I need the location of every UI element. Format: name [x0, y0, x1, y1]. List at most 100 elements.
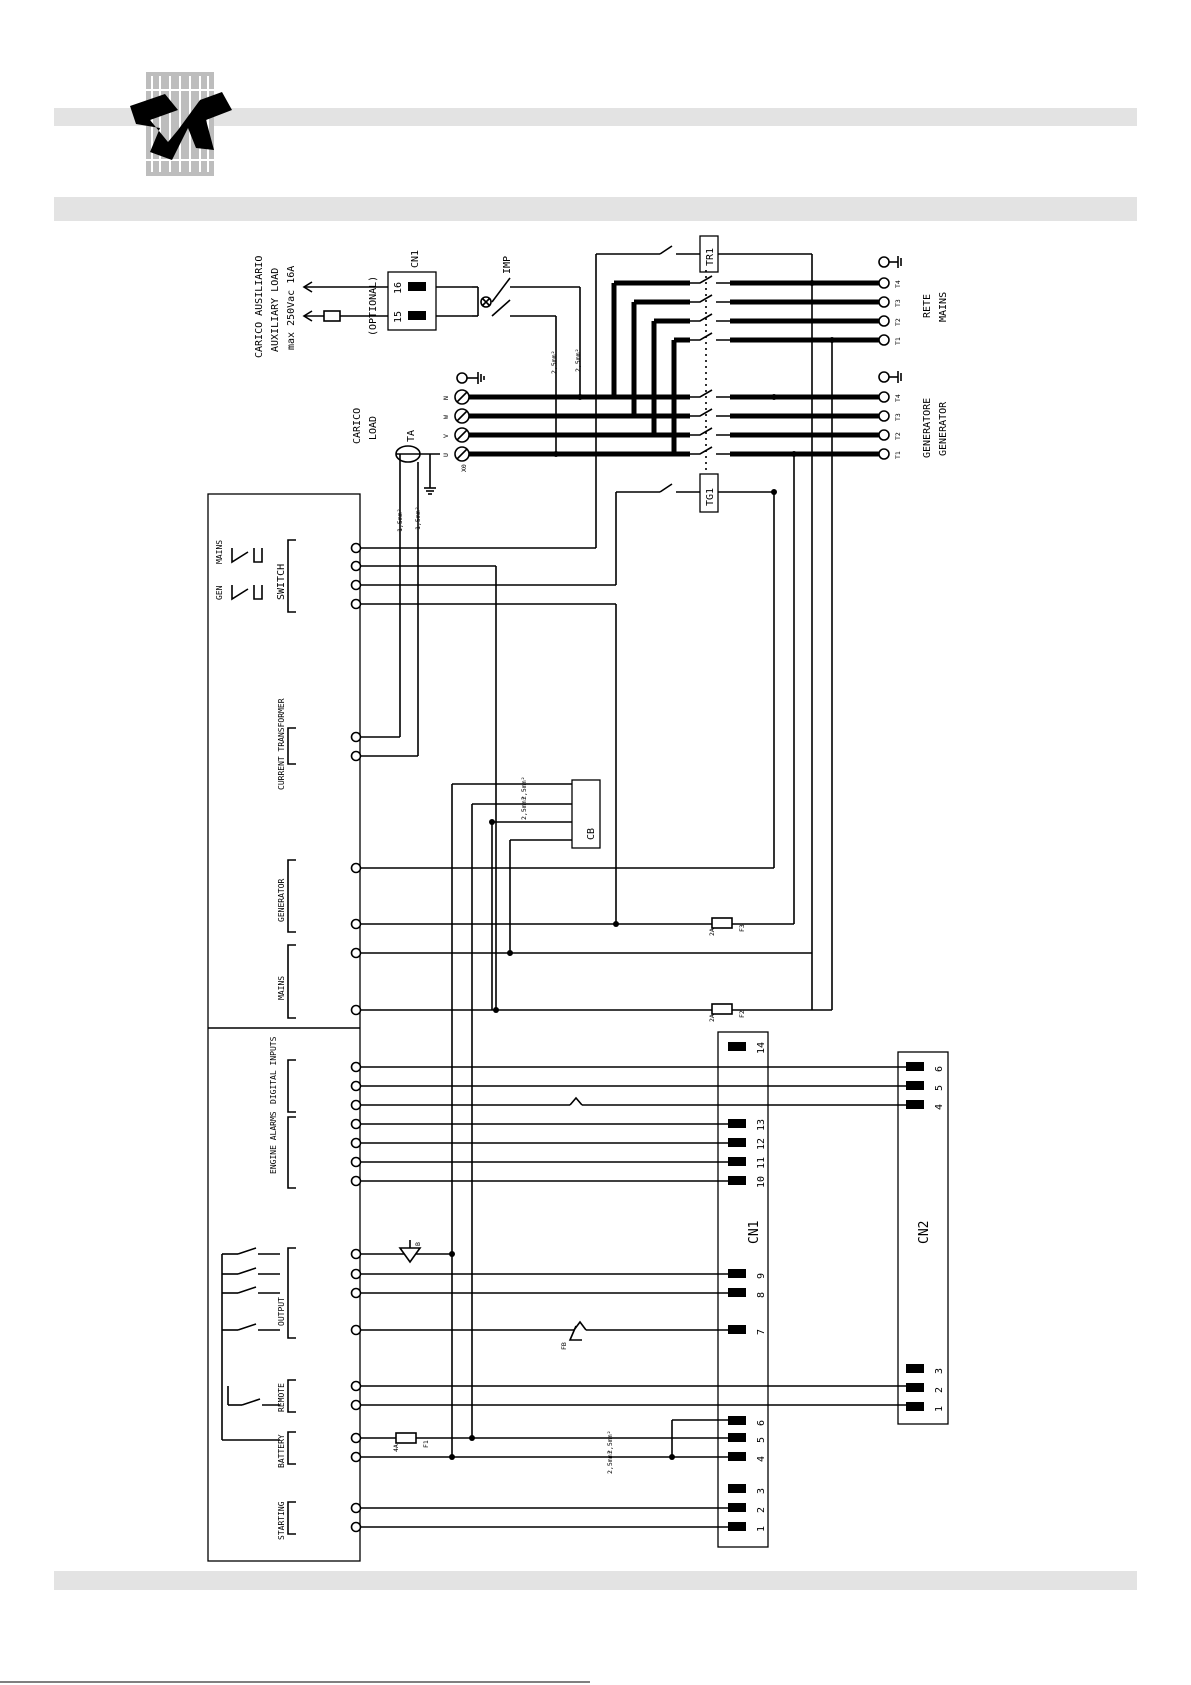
mains-label: MAINS [938, 292, 949, 322]
interlock-wiring [595, 245, 813, 1010]
cn1-top-connector [387, 271, 437, 331]
label-current-transformer: CURRENT TRANSFORMER [277, 698, 286, 790]
wire-size-imp-1: 2,5mm² [550, 351, 558, 374]
label-switch: SWITCH [276, 564, 287, 600]
gen-t4: T4 [894, 394, 902, 402]
svg-text:13: 13 [756, 1119, 767, 1131]
load-terminal-v: V [442, 434, 450, 438]
gen-sense-junction [613, 921, 619, 927]
cn1-pins [728, 1042, 746, 1531]
switch-wiring [361, 547, 617, 1010]
controller-terminals [350, 542, 362, 1533]
load-label-carico: CARICO [352, 408, 363, 444]
svg-text:11: 11 [756, 1157, 767, 1169]
load-terminal-x0: X0 [460, 464, 468, 472]
svg-text:3: 3 [934, 1368, 945, 1374]
svg-text:5: 5 [934, 1085, 945, 1091]
mains-t3: T3 [894, 299, 902, 307]
wire-size-ct-1: 1,5mm² [396, 509, 404, 532]
mains-t1: T1 [894, 337, 902, 345]
svg-text:12: 12 [756, 1138, 767, 1150]
label-digital-inputs: DIGITAL INPUTS [269, 1036, 278, 1104]
cn1-top-label: CN1 [410, 250, 421, 268]
ct-wiring [361, 454, 419, 757]
svg-text:6: 6 [756, 1420, 767, 1426]
aux-optional: (OPTIONAL) [368, 276, 379, 336]
company-logo [130, 72, 232, 176]
fuse-f1-rating: 4A [392, 1444, 400, 1452]
header-band-top [54, 108, 1137, 126]
cn2-label: CN2 [917, 1221, 932, 1244]
fb-label: FB [560, 1342, 568, 1350]
gen-t1: T1 [894, 451, 902, 459]
cn1-top-pin-15 [408, 311, 426, 320]
svg-text:4: 4 [756, 1456, 767, 1462]
b-label: B [414, 1242, 422, 1246]
svg-text:1: 1 [756, 1526, 767, 1532]
wire-size-cb-1: 2,5mm² [520, 777, 528, 800]
fb-marker [568, 1325, 582, 1341]
cn2-pin-labels: 6 5 4 3 2 1 [934, 1066, 945, 1412]
tg1-coil [699, 473, 719, 513]
tg1-label: TG1 [705, 488, 716, 506]
source-power-bus [730, 280, 880, 457]
mains-terminals [878, 256, 902, 346]
svg-text:9: 9 [756, 1273, 767, 1279]
cn1-label: CN1 [747, 1221, 762, 1244]
ta-current-transformer [395, 445, 440, 495]
header-band-second [54, 197, 1137, 221]
svg-text:2: 2 [756, 1507, 767, 1513]
switch-contacts [231, 548, 263, 601]
aux-arrows [302, 281, 388, 322]
wire-size-imp-2: 2,5mm² [574, 349, 582, 372]
load-terminal-w: W [442, 415, 450, 419]
fuse-f3: F3 [738, 924, 746, 932]
wire-size-battery-1: 2,5mm² [606, 1431, 614, 1454]
svg-text:14: 14 [756, 1042, 767, 1054]
svg-text:1: 1 [934, 1406, 945, 1412]
wire-size-cb-2: 2,5mm² [520, 797, 528, 820]
fuse-f2: F2 [738, 1010, 746, 1018]
cb-junction-1 [489, 819, 495, 825]
svg-text:7: 7 [756, 1329, 767, 1335]
signal-junctions [449, 1251, 675, 1460]
ta-label: TA [406, 430, 417, 442]
cn2-pins [906, 1062, 924, 1411]
fuse-f1: F1 [422, 1440, 430, 1448]
mains-t4: T4 [894, 280, 902, 288]
fuse-f3-rating: 2A [708, 928, 716, 936]
svg-text:2: 2 [934, 1387, 945, 1393]
wire-size-battery-2: 2,5mm² [606, 1451, 614, 1474]
imp-label: IMP [502, 256, 513, 274]
cn1-top-pin-16-label: 16 [393, 282, 404, 294]
load-terminal-u: U [442, 453, 450, 457]
tr1-label: TR1 [705, 248, 716, 266]
mains-power-bus [611, 280, 690, 454]
load-terminals [454, 389, 470, 462]
group-brackets [287, 539, 296, 1535]
cn1-top-pin-15-label: 15 [393, 311, 404, 323]
svg-text:3: 3 [756, 1488, 767, 1494]
svg-text:6: 6 [934, 1066, 945, 1072]
cn2-connector [897, 1051, 949, 1425]
tg1-junction [771, 489, 777, 495]
label-starting: STARTING [277, 1501, 286, 1540]
cn1-top-pin-16 [408, 282, 426, 291]
load-power-bus [469, 394, 690, 457]
load-terminal-n: N [442, 396, 450, 400]
label-engine-alarms: ENGINE ALARMS [269, 1111, 278, 1174]
svg-text:10: 10 [756, 1176, 767, 1188]
rete-label: RETE [922, 294, 933, 318]
label-remote: REMOTE [277, 1383, 286, 1412]
wire-size-ct-2: 1,5mm² [414, 507, 422, 530]
label-battery: BATTERY [277, 1434, 286, 1468]
b-arrow [398, 1240, 422, 1264]
signal-wiring [361, 1066, 906, 1528]
gen-t2: T2 [894, 432, 902, 440]
cb-wiring [451, 783, 572, 1457]
aux-load-line3: max 250Vac 16A [286, 266, 297, 350]
aux-load-line1: CARICO AUSILIARIO [254, 256, 265, 358]
generator-terminals [878, 371, 902, 460]
footer-band [54, 1571, 1137, 1590]
